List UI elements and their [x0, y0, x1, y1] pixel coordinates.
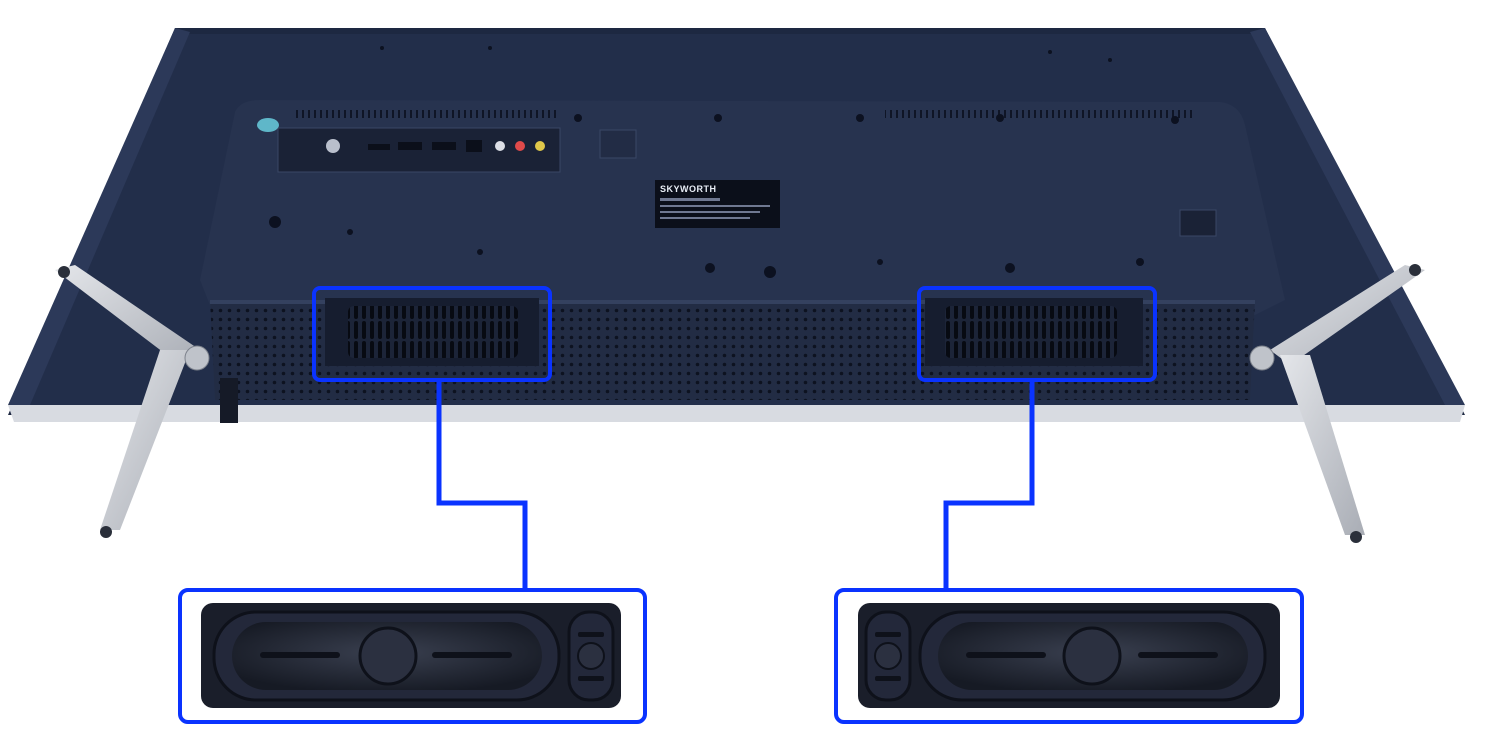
power-socket	[1179, 209, 1217, 237]
rating-label-brand: SKYWORTH	[660, 184, 717, 194]
top-vent-right	[885, 108, 1195, 122]
tv-back-panel: SKYWORTH	[200, 46, 1285, 318]
av-jack-red	[515, 141, 525, 151]
av-jack-white	[495, 141, 505, 151]
connector-line-right	[943, 380, 1035, 590]
top-vent-left	[295, 108, 557, 122]
mount-holes	[269, 46, 1179, 278]
usb-port	[368, 144, 390, 150]
speaker-vent-right	[925, 298, 1143, 366]
hdmi-port-2	[432, 142, 456, 150]
speaker-vent-left	[325, 298, 539, 366]
highlight-box-vent-right	[917, 286, 1157, 382]
connector-line-left	[436, 380, 528, 590]
antenna-port	[326, 139, 340, 153]
sticker	[257, 118, 279, 132]
panel-plate	[599, 129, 637, 159]
highlight-box-vent-left	[312, 286, 552, 382]
lan-port	[466, 140, 482, 152]
speaker-unit-left	[178, 588, 647, 724]
stand-right	[1249, 264, 1425, 543]
stand-left	[55, 265, 238, 538]
speaker-unit-right	[834, 588, 1304, 724]
av-jack-yellow	[535, 141, 545, 151]
hdmi-port-1	[398, 142, 422, 150]
rating-label	[655, 180, 780, 228]
